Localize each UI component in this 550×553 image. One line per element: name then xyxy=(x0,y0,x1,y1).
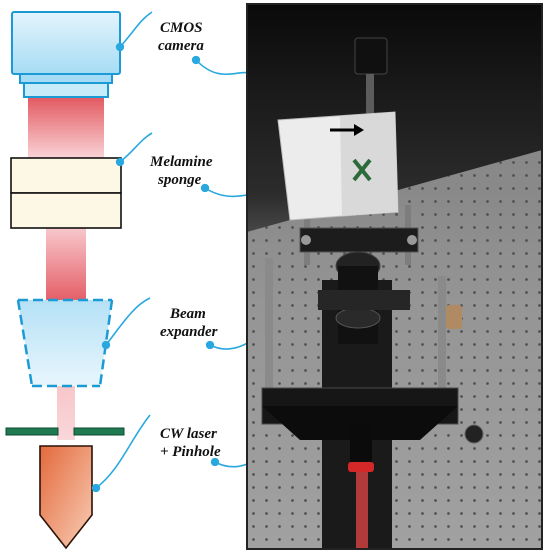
sponge-label-line2: sponge xyxy=(157,172,202,188)
sponge-label-line1: Melamine xyxy=(149,154,213,170)
callouts: CMOS camera Melamine sponge Beam expande… xyxy=(91,11,356,493)
sponge-callout-line-left xyxy=(115,132,153,167)
post-right xyxy=(438,276,446,406)
x-mark-icon xyxy=(352,158,372,182)
photo-camera xyxy=(354,37,388,75)
laser-callout-line-left xyxy=(91,414,151,493)
photo-lower-mount-bevel xyxy=(262,406,458,440)
right-arrow-icon xyxy=(330,124,364,136)
expander-body xyxy=(18,300,112,386)
laser-schematic xyxy=(39,445,93,550)
photo-middle-stage xyxy=(318,290,410,310)
pinhole-plate-left xyxy=(5,427,59,436)
photo-mount-knob-left xyxy=(301,235,311,245)
photo-laser-housing xyxy=(350,424,372,464)
sponge-block-lower xyxy=(10,192,122,229)
expander-schematic xyxy=(16,298,114,388)
camera-schematic xyxy=(11,11,121,98)
photo-expander-ring xyxy=(335,307,381,329)
photo-stage-knob xyxy=(446,305,462,329)
expander-label-line1: Beam xyxy=(169,306,206,322)
expander-label-line2: expander xyxy=(160,324,218,340)
pinhole-schematic xyxy=(5,427,125,436)
schematic xyxy=(5,11,125,550)
camera-body xyxy=(11,11,121,75)
camera-callout-line-left xyxy=(115,11,153,52)
laser-label-line2: + Pinhole xyxy=(160,444,221,460)
expander-callout-line-left xyxy=(101,297,151,350)
photo-camera-post xyxy=(366,74,374,120)
setup-photo xyxy=(246,3,543,550)
photo-mount-knob-right xyxy=(407,235,417,245)
laser-label-line1: CW laser xyxy=(160,426,217,442)
beam-top-segment xyxy=(28,96,104,158)
photo-frame xyxy=(246,3,543,550)
camera-lens-mount xyxy=(19,73,113,84)
photo-upper-mount xyxy=(299,227,419,253)
pinhole-plate-right xyxy=(73,427,125,436)
beam-middle-segment xyxy=(46,228,86,300)
sponge-block-upper xyxy=(10,157,122,194)
camera-lens xyxy=(23,82,109,98)
beam-lower-segment xyxy=(57,380,75,440)
photo-laser-cable xyxy=(356,472,368,549)
sponge-schematic xyxy=(10,157,122,229)
camera-label-line1: CMOS xyxy=(160,20,203,36)
camera-label-line2: camera xyxy=(158,38,204,54)
photo-laser-red-ring xyxy=(348,462,374,472)
post-left xyxy=(265,258,273,390)
photo-lower-knob xyxy=(464,424,484,444)
